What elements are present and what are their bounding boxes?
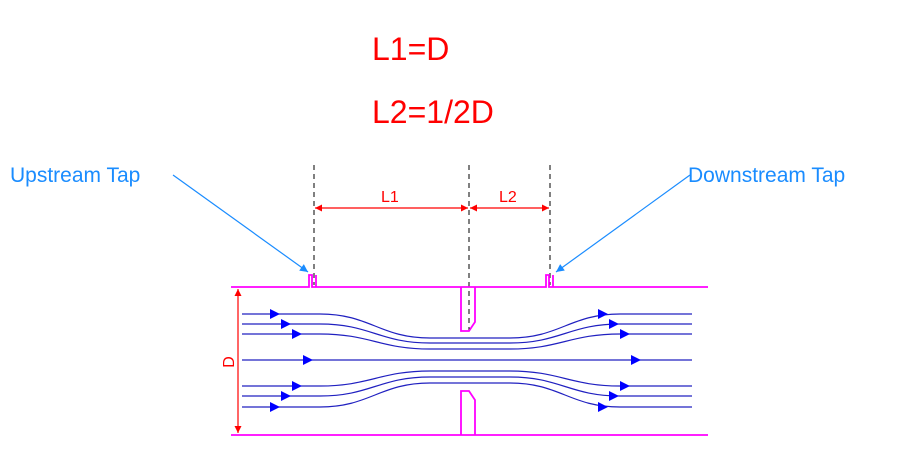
flow-arrow [281,391,291,401]
reference-lines [313,165,551,330]
streamline-6 [242,376,692,397]
flow-arrow [270,402,280,412]
formula-l2: L2=1/2D [372,94,494,130]
flow-arrow [598,309,608,319]
orifice-plate-top [460,287,476,332]
flow-arrow [270,309,280,319]
flow-arrow [281,319,291,329]
downstream-tap-label: Downstream Tap [688,164,845,187]
streamline-7 [242,382,692,408]
streamline-5 [242,370,692,387]
flow-arrow [303,355,313,365]
flow-arrow [292,381,302,391]
formula-l1: L1=D [372,31,449,67]
flow-arrow [620,381,630,391]
downstream-leader-line [555,174,691,273]
flow-arrow [609,391,619,401]
streamlines [242,313,692,408]
pipe [231,274,708,436]
flow-arrow [609,319,619,329]
dimension-d-label: D [221,356,238,368]
flow-arrow [620,329,630,339]
pipe-top-wall [231,274,708,288]
dimension-l2-label: L2 [499,189,517,206]
streamline-2 [242,323,692,344]
flow-arrow [292,329,302,339]
upstream-leader-line [172,174,309,273]
dimension-l1-label: L1 [381,189,399,206]
orifice-plate-bottom [460,390,476,435]
flow-arrow [631,355,641,365]
flow-arrow [598,402,608,412]
streamline-3 [242,333,692,350]
streamline-1 [242,313,692,339]
upstream-tap-label: Upstream Tap [10,164,140,187]
flow-arrows [270,309,641,412]
